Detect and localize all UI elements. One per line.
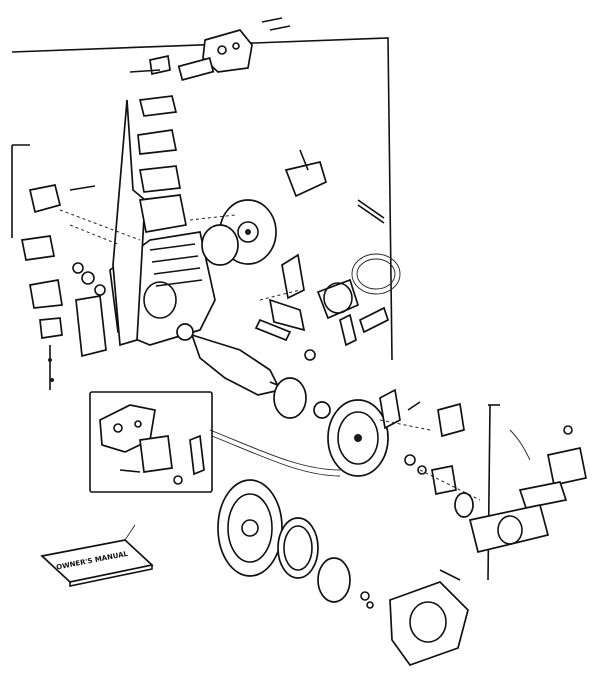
inset-detail-box <box>89 391 213 493</box>
frame-lines <box>11 37 500 581</box>
ignition-parts <box>404 402 587 554</box>
flywheel <box>327 388 421 477</box>
leader-lines <box>59 209 481 501</box>
owners-manual-booklet: OWNER'S MANUAL <box>40 524 154 587</box>
piston-assembly <box>201 149 401 347</box>
crankshaft <box>176 298 316 396</box>
left-small-parts <box>20 184 107 390</box>
carburetor-group <box>129 17 291 223</box>
starter-housing <box>217 479 469 667</box>
cylinder-block <box>109 99 216 347</box>
bearing-plate <box>273 377 331 419</box>
